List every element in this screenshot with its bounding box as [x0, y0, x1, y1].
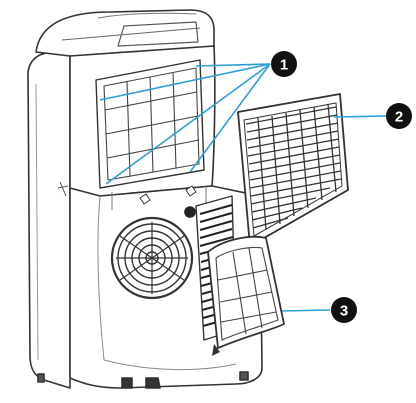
leader-line-3 — [282, 310, 330, 311]
wheel-right — [146, 378, 160, 388]
callout-badge-2: 2 — [386, 103, 412, 129]
drain-knob — [185, 207, 195, 217]
unit-side-panel — [28, 52, 70, 388]
callout-badge-3: 3 — [331, 297, 357, 323]
removed-upper-filter — [238, 94, 348, 246]
wheel-left — [122, 378, 132, 388]
callout-number-3: 3 — [340, 303, 348, 320]
removed-lower-filter — [208, 237, 284, 356]
fan-vent — [112, 218, 192, 298]
callout-number-1: 1 — [280, 57, 288, 74]
callout-number-2: 2 — [395, 109, 403, 126]
leader-line-2 — [334, 116, 386, 117]
callout-badge-1: 1 — [271, 51, 297, 77]
